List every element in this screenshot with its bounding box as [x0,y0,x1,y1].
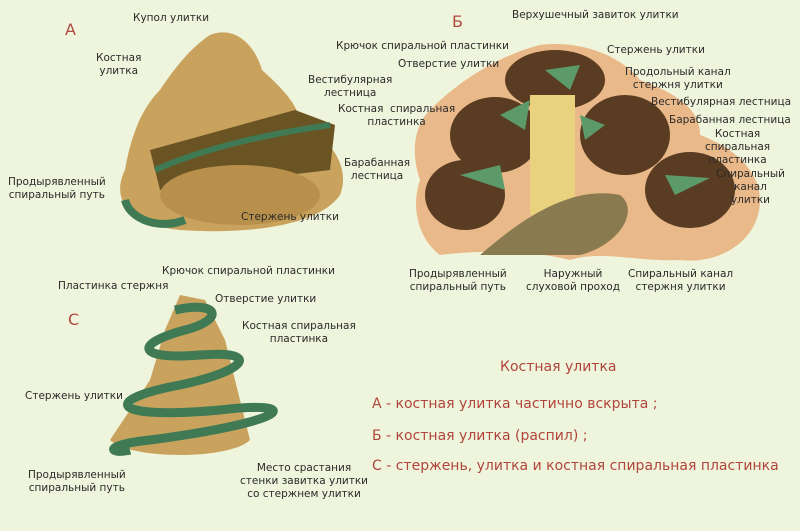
label-b-spiral-canal-modiolus: Спиральный канал стержня улитки [628,268,734,293]
panel-label-c: С [68,310,80,329]
label-b-tympanic: Барабанная лестница [669,114,791,126]
label-c-fusion: Место срастания стенки завитка улитки со… [240,462,369,500]
label-b-modiolus: Стержень улитки [607,44,705,56]
label-a-dome: Купол улитки [133,12,210,24]
legend-item-c: С - стержень, улитка и костная спиральна… [372,458,779,474]
label-a-vestibular: Вестибулярная лестница [308,74,393,99]
label-a-spiral-lamina: Костная спиральная пластинка [338,103,456,128]
modiolus-illustration [109,295,278,456]
label-b-lamina: Костная спиральная пластинка [705,128,771,166]
label-a-modiolus: Стержень улитки [241,211,339,223]
label-a-tympanic: Барабанная лестница [344,157,411,182]
label-b-meatus: Наружный слуховой проход [526,268,620,293]
label-b-hook: Крючок спиральной пластинки [336,40,509,52]
cochlea-shell-illustration [120,32,344,232]
panel-label-a: А [65,20,76,39]
label-b-helicotrema: Отверстие улитки [398,58,500,70]
label-b-longitudinal: Продольный канал стержня улитки [625,66,731,91]
label-c-lamina: Костная спиральная пластинка [242,320,356,345]
cochlea-section-illustration [414,44,760,261]
label-c-plate: Пластинка стержня [58,280,169,292]
label-b-perforated: Продырявленный спиральный путь [409,268,507,293]
label-c-helicotrema: Отверстие улитки [215,293,317,305]
label-b-apical: Верхушечный завиток улитки [512,9,679,21]
legend-item-a: А - костная улитка частично вскрыта ; [372,396,658,412]
label-a-bony-cochlea: Костная улитка [96,52,142,77]
label-c-modiolus: Стержень улитки [25,390,123,402]
legend-title: Костная улитка [500,359,617,375]
label-c-perforated: Продырявленный спиральный путь [28,469,126,494]
label-b-spiral-canal: Спиральный канал улитки [716,168,785,206]
label-b-vestibular: Вестибулярная лестница [651,96,792,108]
label-c-hook: Крючок спиральной пластинки [162,265,335,277]
panel-label-b: Б [452,12,463,31]
legend-item-b: Б - костная улитка (распил) ; [372,428,588,444]
label-a-perforated: Продырявленный спиральный путь [8,176,106,201]
